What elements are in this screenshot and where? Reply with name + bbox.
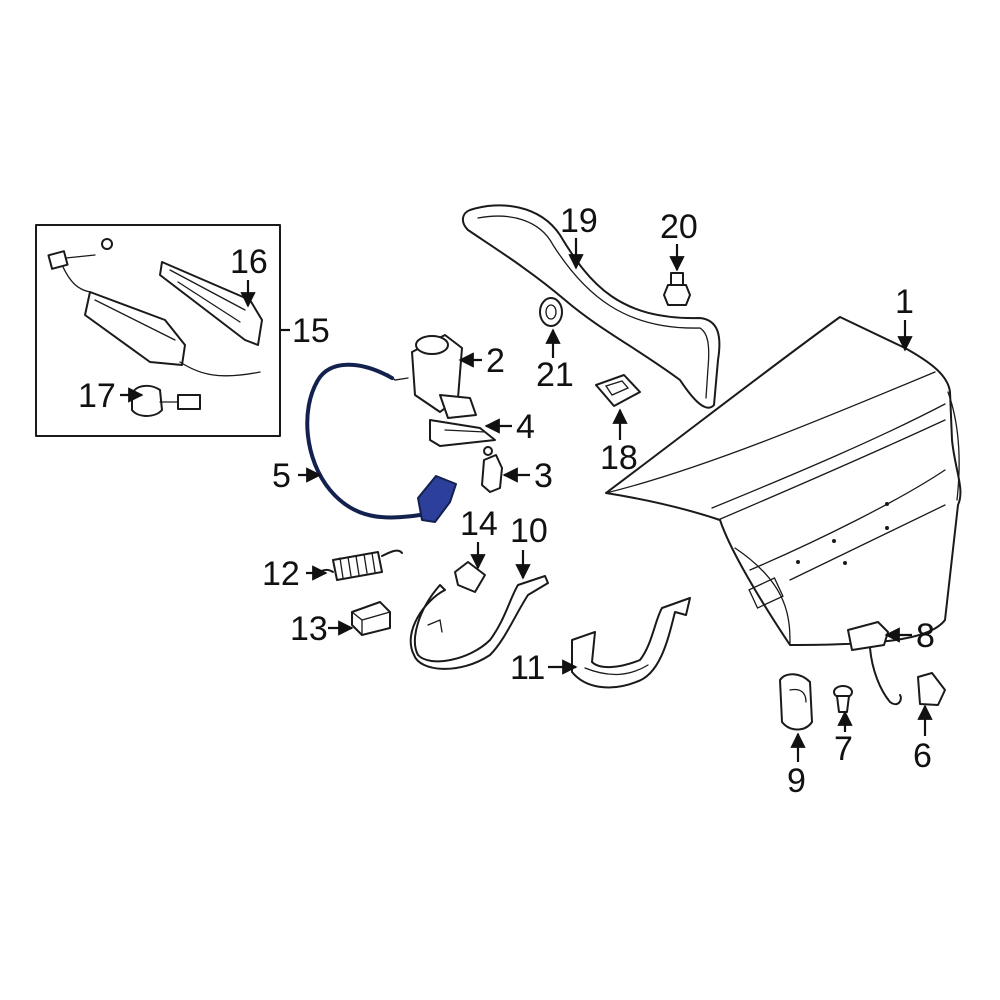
callout-4: 4	[516, 408, 535, 446]
part-13-block[interactable]	[351, 601, 391, 636]
part-4-handle[interactable]	[429, 419, 496, 447]
part-18-lamp[interactable]	[595, 374, 641, 407]
callout-3: 3	[534, 457, 553, 495]
inset-box	[35, 224, 281, 437]
callout-8: 8	[916, 617, 935, 655]
callout-20: 20	[660, 208, 698, 246]
callouts: 1 2 3 4 5 6 7 8 9 10 11 12	[78, 202, 935, 800]
callout-9: 9	[787, 762, 806, 800]
part-15-module[interactable]	[47, 238, 261, 377]
part-19-weatherstrip[interactable]	[462, 204, 721, 409]
callout-15: 15	[292, 312, 330, 350]
part-8-latch[interactable]	[847, 621, 902, 706]
callout-11: 11	[510, 649, 545, 687]
callout-19: 19	[560, 202, 598, 240]
callout-21: 21	[536, 356, 574, 394]
callout-5: 5	[272, 457, 291, 495]
part-9-cover[interactable]	[779, 673, 813, 731]
callout-7: 7	[834, 730, 853, 768]
callout-10: 10	[510, 512, 548, 550]
callout-2: 2	[486, 342, 505, 380]
part-10-harness[interactable]	[409, 575, 549, 670]
part-5-release-cable[interactable]	[305, 362, 457, 523]
callout-18: 18	[600, 439, 638, 477]
callout-14: 14	[460, 505, 498, 543]
part-21-grommet[interactable]	[539, 297, 563, 327]
callout-6: 6	[913, 737, 932, 775]
callout-1: 1	[895, 283, 914, 321]
part-14-bracket[interactable]	[454, 561, 486, 593]
callout-13: 13	[290, 610, 328, 648]
callout-12: 12	[262, 555, 300, 593]
part-2-lock-cylinder[interactable]	[387, 334, 477, 419]
part-12-spring[interactable]	[317, 549, 403, 581]
part-6-bracket[interactable]	[917, 672, 946, 706]
part-20-clip[interactable]	[663, 272, 691, 306]
part-3-switch[interactable]	[481, 446, 503, 493]
callout-16: 16	[230, 243, 268, 281]
part-1-trunk-lid[interactable]	[605, 316, 962, 646]
part-11-trim[interactable]	[571, 597, 691, 689]
part-7-screw[interactable]	[833, 685, 853, 713]
callout-17: 17	[78, 377, 116, 415]
